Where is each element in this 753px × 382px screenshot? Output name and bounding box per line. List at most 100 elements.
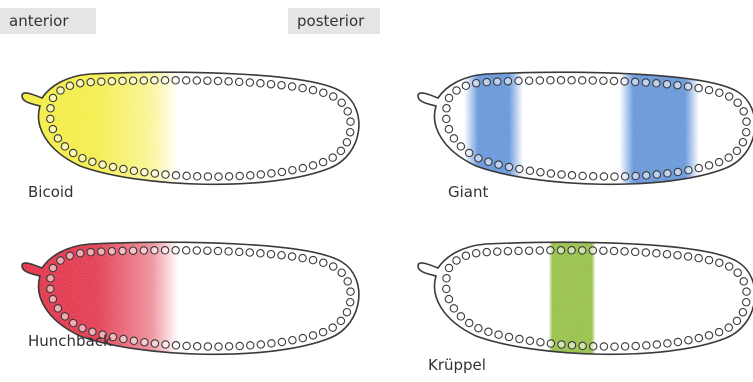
- nucleus: [579, 247, 586, 254]
- nucleus: [695, 254, 702, 261]
- nucleus: [475, 325, 482, 332]
- nucleus: [98, 248, 105, 255]
- nucleus: [141, 169, 148, 176]
- nucleus: [330, 93, 337, 100]
- nucleus: [161, 77, 168, 84]
- nucleus: [162, 171, 169, 178]
- nucleus: [347, 118, 354, 125]
- nucleus: [54, 305, 61, 312]
- nucleus: [674, 168, 681, 175]
- nucleus: [338, 269, 345, 276]
- nucleus: [151, 77, 158, 84]
- nucleus: [87, 78, 94, 85]
- nucleus: [140, 77, 147, 84]
- nucleus: [725, 154, 732, 161]
- nucleus: [525, 77, 532, 84]
- nucleus: [347, 299, 354, 306]
- nucleus: [70, 149, 77, 156]
- nucleus: [536, 77, 543, 84]
- caption-bicoid: Bicoid: [28, 183, 74, 201]
- nucleus: [611, 173, 618, 180]
- nucleus: [674, 252, 681, 259]
- nucleus: [632, 78, 639, 85]
- nucleus: [443, 105, 450, 112]
- nucleus: [684, 253, 691, 260]
- nucleus: [743, 288, 750, 295]
- nucleus: [715, 158, 722, 165]
- nucleus: [129, 77, 136, 84]
- nucleus: [319, 158, 326, 165]
- nucleus: [225, 173, 232, 180]
- nucleus: [246, 79, 253, 86]
- nucleus: [288, 253, 295, 260]
- nucleus: [214, 77, 221, 84]
- nucleus: [505, 333, 512, 340]
- nucleus: [89, 158, 96, 165]
- nucleus: [495, 331, 502, 338]
- nucleus: [504, 78, 511, 85]
- nucleus: [172, 172, 179, 179]
- nucleus: [246, 249, 253, 256]
- nucleus: [695, 84, 702, 91]
- nucleus: [49, 264, 56, 271]
- nucleus: [268, 340, 275, 347]
- nucleus: [47, 285, 54, 292]
- nucleus: [268, 170, 275, 177]
- nucleus: [320, 259, 327, 266]
- nucleus: [695, 164, 702, 171]
- nucleus: [288, 83, 295, 90]
- nucleus: [663, 81, 670, 88]
- nucleus: [450, 305, 457, 312]
- nucleus: [589, 77, 596, 84]
- nucleus: [161, 247, 168, 254]
- nucleus: [547, 247, 554, 254]
- nucleus: [289, 337, 296, 344]
- nucleus: [49, 125, 56, 132]
- nucleus: [47, 105, 54, 112]
- nucleus: [568, 172, 575, 179]
- nucleus: [329, 154, 336, 161]
- nucleus: [685, 167, 692, 174]
- nucleus: [299, 164, 306, 171]
- nucleus: [257, 171, 264, 178]
- nucleus: [247, 172, 254, 179]
- nucleus: [516, 165, 523, 172]
- nucleus: [663, 251, 670, 258]
- nucleus: [568, 247, 575, 254]
- nucleus: [483, 248, 490, 255]
- nucleus: [653, 250, 660, 257]
- nucleus: [204, 343, 211, 350]
- nucleus: [338, 99, 345, 106]
- nucleus: [309, 332, 316, 339]
- nucleus: [462, 82, 469, 89]
- nucleus: [204, 77, 211, 84]
- nucleus: [267, 81, 274, 88]
- nucleus: [162, 341, 169, 348]
- nucleus: [705, 86, 712, 93]
- nucleus: [445, 264, 452, 271]
- nucleus: [109, 163, 116, 170]
- nucleus: [621, 343, 628, 350]
- nucleus: [330, 263, 337, 270]
- nucleus: [183, 342, 190, 349]
- nucleus: [343, 309, 350, 316]
- nucleus: [445, 295, 452, 302]
- nucleus: [685, 337, 692, 344]
- nucleus: [299, 84, 306, 91]
- nucleus: [337, 147, 344, 154]
- nucleus: [558, 341, 565, 348]
- embryo-giant: [416, 68, 753, 186]
- nucleus: [733, 147, 740, 154]
- nucleus: [120, 165, 127, 172]
- nucleus: [536, 247, 543, 254]
- nucleus: [57, 87, 64, 94]
- nucleus: [47, 275, 54, 282]
- nucleus: [183, 172, 190, 179]
- nucleus: [739, 309, 746, 316]
- nucleus: [743, 129, 750, 136]
- nucleus: [204, 173, 211, 180]
- nucleus: [344, 278, 351, 285]
- nucleus: [733, 317, 740, 324]
- nucleus: [739, 139, 746, 146]
- nucleus: [485, 328, 492, 335]
